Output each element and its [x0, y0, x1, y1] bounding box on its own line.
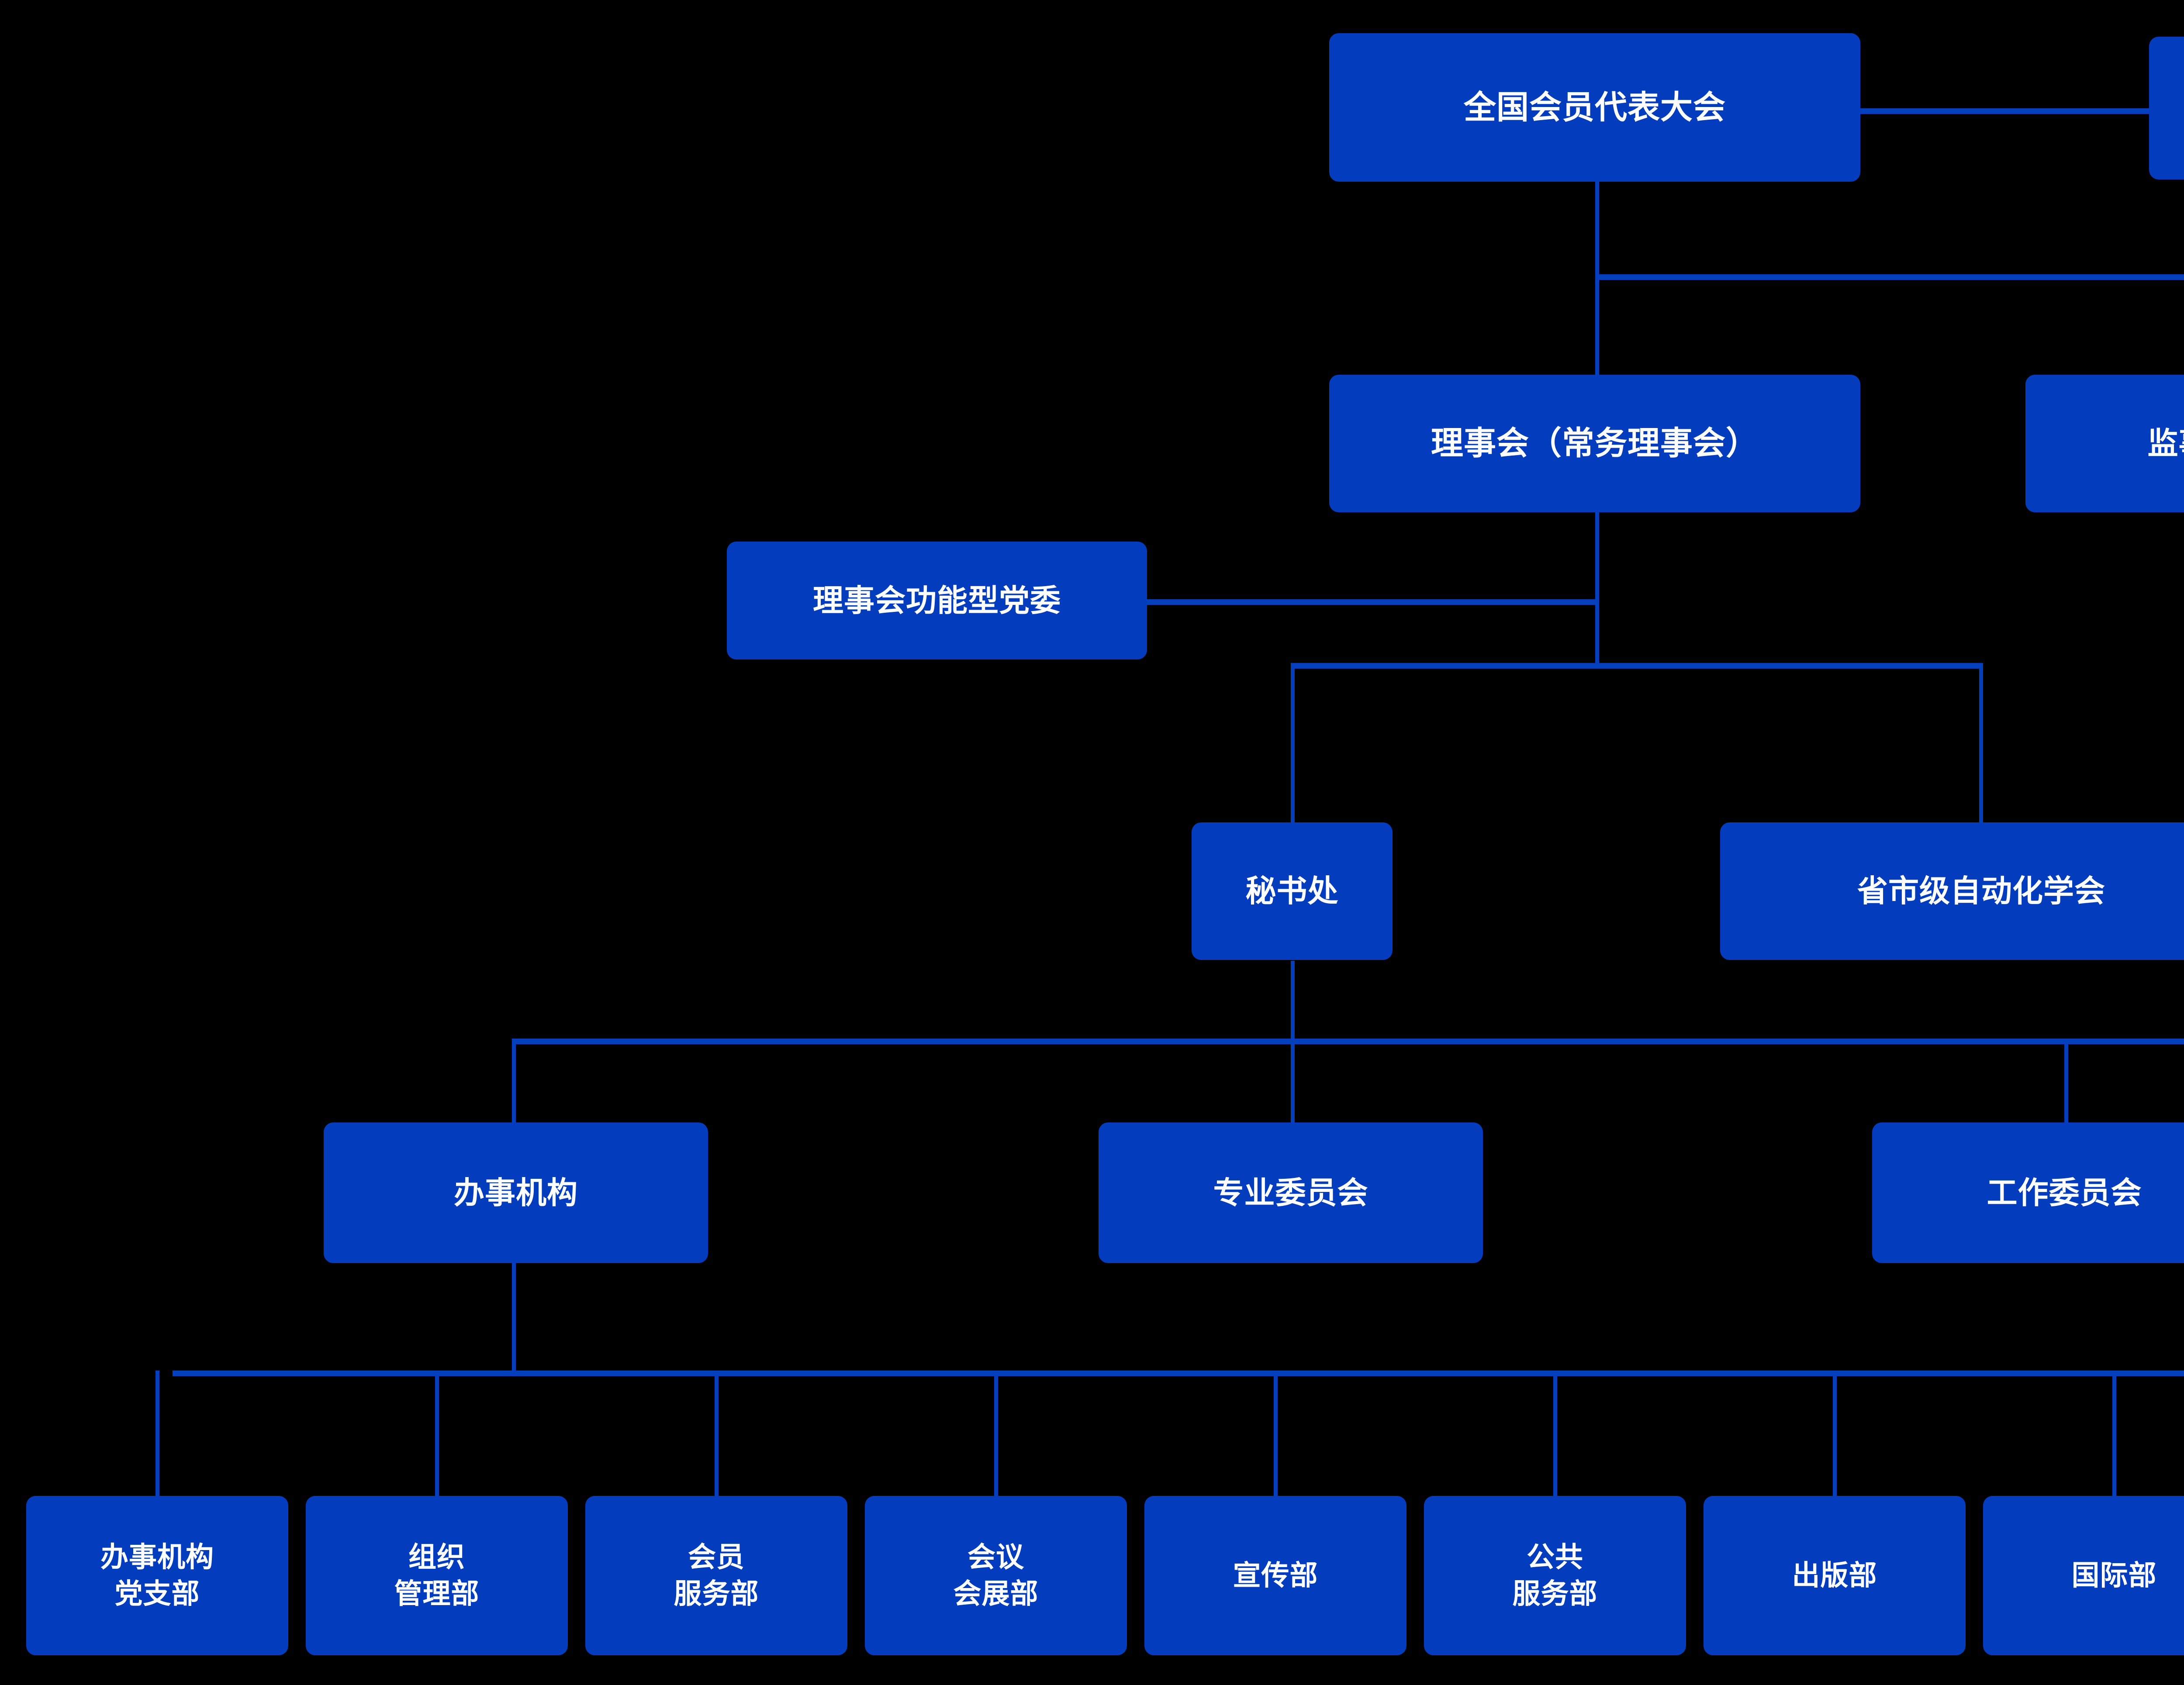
node-dept-publishing[interactable]: 出版部 — [1704, 1496, 1966, 1655]
connector-dept-drop — [156, 1371, 159, 1496]
connector-party-committee — [1147, 599, 1599, 605]
node-dept-publicity[interactable]: 宣传部 — [1144, 1496, 1406, 1655]
node-label-line2: 服务部 — [1512, 1578, 1598, 1609]
node-supervisory-board[interactable]: 监事会 — [2025, 375, 2184, 512]
connector-admin-drop — [512, 1039, 516, 1122]
node-label: 理事会（常务理事会） — [1431, 425, 1759, 462]
node-dept-admin-party-branch[interactable]: 办事机构党支部 — [26, 1496, 288, 1655]
node-label-line1: 办事机构 — [100, 1541, 214, 1573]
node-dept-public-services[interactable]: 公共服务部 — [1424, 1496, 1686, 1655]
node-label-line1: 公共 — [1527, 1541, 1583, 1573]
connector-dept-drop — [2112, 1371, 2116, 1496]
connector-techcom-drop — [1291, 1039, 1295, 1122]
node-council[interactable]: 理事会（常务理事会） — [1329, 375, 1860, 512]
connector-dept-drop — [1553, 1371, 1557, 1496]
node-admin-bodies[interactable]: 办事机构 — [324, 1122, 708, 1263]
node-label: 专业委员会 — [1213, 1175, 1368, 1210]
node-label: 省市级自动化学会 — [1857, 874, 2105, 908]
node-label-line1: 会员 — [688, 1541, 745, 1573]
node-working-committees[interactable]: 工作委员会 — [1872, 1122, 2184, 1263]
node-label-line1: 会议 — [968, 1541, 1024, 1573]
connector-provincial-drop — [1979, 663, 1983, 822]
connector-dept-drop — [994, 1371, 998, 1496]
connector-secretariat-drop — [1291, 663, 1295, 822]
node-label: 秘书处 — [1245, 874, 1339, 908]
node-party-committee[interactable]: 理事会功能型党委 — [727, 542, 1147, 659]
node-label-line2: 会展部 — [953, 1578, 1039, 1609]
node-members[interactable]: 个人会员 团体会员单位 — [2149, 37, 2184, 180]
node-dept-organization-management[interactable]: 组织管理部 — [306, 1496, 568, 1655]
node-dept-member-services[interactable]: 会员服务部 — [585, 1496, 847, 1655]
connector-council-bus — [1291, 663, 1983, 669]
connector-council-down — [1595, 511, 1599, 668]
connector-congress-to-members — [1859, 108, 2149, 114]
node-label-line1: 组织 — [408, 1541, 465, 1573]
node-label: 工作委员会 — [1987, 1175, 2142, 1210]
connector-admin-down — [512, 1262, 516, 1373]
connector-departments-bus — [173, 1371, 2184, 1376]
node-label-line1: 国际部 — [2071, 1559, 2157, 1591]
node-dept-conference-exhibition[interactable]: 会议会展部 — [865, 1496, 1127, 1655]
node-label: 办事机构 — [454, 1175, 578, 1210]
node-dept-international[interactable]: 国际部 — [1983, 1496, 2184, 1655]
node-label: 理事会功能型党委 — [813, 583, 1061, 618]
connector-row5-bus — [512, 1039, 2184, 1044]
node-label-line1: 出版部 — [1792, 1559, 1877, 1591]
node-technical-committees[interactable]: 专业委员会 — [1099, 1122, 1483, 1263]
connector-dept-drop — [435, 1371, 439, 1496]
node-provincial-societies[interactable]: 省市级自动化学会 — [1720, 822, 2184, 960]
connector-dept-drop — [715, 1371, 719, 1496]
node-label: 全国会员代表大会 — [1464, 89, 1726, 125]
node-label: 监事会 — [2147, 426, 2184, 460]
connector-dept-drop — [1833, 1371, 1837, 1496]
node-label-line2: 管理部 — [394, 1578, 480, 1609]
connector-congress-bus — [1595, 274, 2184, 280]
node-secretariat[interactable]: 秘书处 — [1192, 822, 1393, 960]
node-label-line2: 服务部 — [674, 1578, 759, 1609]
node-national-congress[interactable]: 全国会员代表大会 — [1329, 33, 1860, 182]
node-label-line2: 党支部 — [114, 1578, 200, 1609]
connector-dept-drop — [1274, 1371, 1278, 1496]
connector-workcom-drop — [2064, 1039, 2068, 1122]
connector-secretariat-down — [1291, 961, 1295, 1044]
node-label-line1: 宣传部 — [1233, 1559, 1318, 1591]
